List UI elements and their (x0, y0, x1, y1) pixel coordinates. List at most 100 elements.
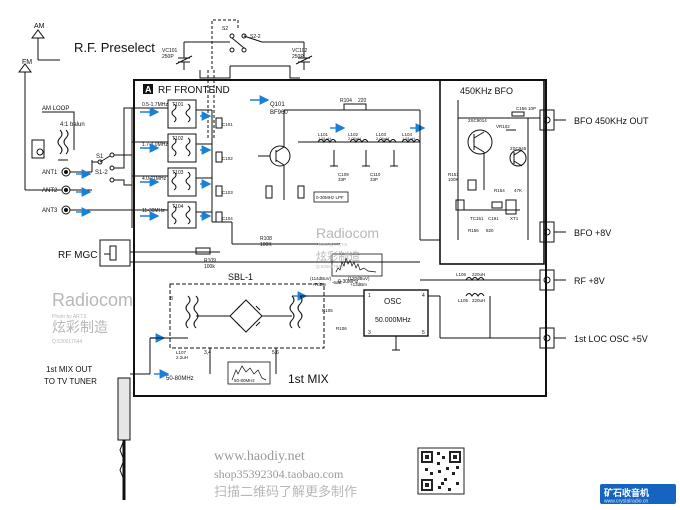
l105-value: 220uH (472, 298, 485, 303)
t104-label: T104 (172, 204, 184, 210)
block-letter-bg (143, 84, 153, 94)
c102-label: C102 (222, 156, 233, 161)
am-antenna (31, 29, 60, 61)
r156-value: 820 (486, 228, 494, 233)
osc-freq: 50.000MHz (375, 317, 411, 324)
spectrum-50-80-label-inner: 50-80MHz (234, 378, 256, 383)
mix-pin-56: 5,6 (272, 350, 279, 356)
r156-label: R156 (468, 228, 479, 233)
footer-url: www.haodiy.net (214, 449, 305, 464)
vc102-value: 250P (292, 54, 304, 60)
watermark-brand-cn: 炫彩制造 (52, 319, 108, 335)
l107-value: 2.2uH (176, 355, 188, 360)
level-1: (114dBuV) (310, 276, 332, 281)
c109-value: 33P (338, 177, 346, 182)
l106-value: 220uH (472, 272, 485, 277)
r109-value: 100k (204, 264, 215, 270)
watermark-brand: Radiocom (52, 290, 133, 310)
rf-mgc-label: RF MGC (58, 250, 97, 261)
spectrum-0-30-label: 0-30MHz (338, 279, 359, 285)
osc-label: OSC (384, 297, 402, 306)
title-text: R.F. Preselect (74, 40, 155, 55)
watermark-qq: Q:530017644 (52, 339, 83, 345)
rf-mgc-pot (99, 239, 420, 267)
band-2: 1.7-4.0MHz (142, 142, 168, 148)
q101-type: BF960 (270, 110, 288, 116)
bfo-circuit (455, 100, 540, 240)
balun-label: 4:1 balun (60, 122, 85, 128)
am-label: AM (34, 23, 45, 30)
mix-pin-8: 8 (170, 296, 173, 302)
l105-label: L105 (458, 298, 469, 303)
band-1: 0.5-1.7MHz (142, 102, 168, 108)
sbl1-mixer (149, 283, 350, 374)
osc-pin-1: 1 (368, 293, 371, 299)
loc-osc-label: 1st LOC OSC +5V (574, 334, 648, 344)
watermark-photo-2: Photo by ART.5 (316, 242, 347, 247)
l103-value: 2.05uH (376, 136, 389, 141)
level-3: (120dBuV) (348, 276, 370, 281)
watermark-qq-2: Q:530017644 (316, 264, 344, 269)
s1-label: S1 (96, 154, 104, 160)
fm-label: FM (22, 59, 32, 66)
ant3-label: ANT3 (42, 208, 58, 214)
r106-label: R106 (336, 326, 347, 331)
t101-label: T101 (172, 102, 184, 108)
r151-label: R151 (448, 172, 459, 177)
bfo-label: 450KHz BFO (460, 86, 513, 96)
qr-code (417, 447, 465, 495)
t103-label: T103 (172, 170, 184, 176)
mix-pin-34: 3,4 (204, 350, 211, 356)
t102-label: T102 (172, 136, 184, 142)
fm-antenna (18, 63, 32, 190)
ant1-label: ANT1 (42, 170, 58, 176)
osc-pin-5: 5 (422, 330, 425, 336)
am-loop-label: AM LOOP (42, 106, 69, 112)
l107-label: L107 (176, 350, 187, 355)
switch-s1 (92, 107, 132, 186)
q101-stage (231, 103, 440, 245)
preselect-network (175, 19, 313, 140)
c109-label: C109 (338, 172, 349, 177)
lpf-box (313, 191, 349, 203)
rf-frontend-label: RF FRONTEND (158, 85, 230, 96)
bfo-box (439, 79, 545, 265)
output-ports (420, 109, 566, 349)
footer-cta: 扫描二维码了解更多制作 (214, 484, 357, 499)
r105-label: R105 (322, 308, 333, 313)
lpf-label: 0-30MHz LPF (316, 195, 344, 200)
mix-out-coax (117, 373, 150, 500)
r154-value: 47K (514, 188, 522, 193)
spectrum-50-80 (227, 361, 271, 385)
tc151-label: TC151 (470, 216, 484, 221)
osc-pin-3: 3 (368, 330, 371, 336)
sbl1-label: SBL-1 (228, 272, 253, 282)
s1-2-label: S1-2 (95, 170, 108, 176)
watermark-brand-cn-2: 炫彩制造 (316, 249, 360, 263)
bfo-v-label: BFO +8V (574, 228, 611, 238)
l101-label: L101 (318, 132, 329, 137)
l102-value: 2.05uH (348, 136, 361, 141)
r104-label: R104 (340, 98, 352, 104)
c101-label: C101 (222, 122, 233, 127)
l104-label: L104 (402, 132, 413, 137)
logo-url: www.crystalradio.cn (604, 499, 648, 505)
l106-label: L106 (456, 272, 467, 277)
vc101-value: 250P (162, 54, 174, 60)
xt1-label: XT1 (510, 216, 519, 221)
r104-value: 220 (358, 98, 367, 104)
band-filters (131, 99, 232, 229)
watermark-brand-2: Radiocom (316, 225, 379, 241)
q101-label: Q101 (270, 102, 285, 108)
l103-label: L103 (376, 132, 387, 137)
s2-label: S2 (222, 26, 228, 32)
l104-value: 1.51uH (402, 136, 415, 141)
mix-label: 1st MIX (288, 372, 329, 386)
vr102-label: VR102 (496, 124, 510, 129)
c110-label: C110 (370, 172, 381, 177)
logo-cn: 矿石收音机 (604, 487, 649, 498)
c156-label: C156 (516, 106, 527, 111)
rf-frontend-box (133, 79, 547, 397)
